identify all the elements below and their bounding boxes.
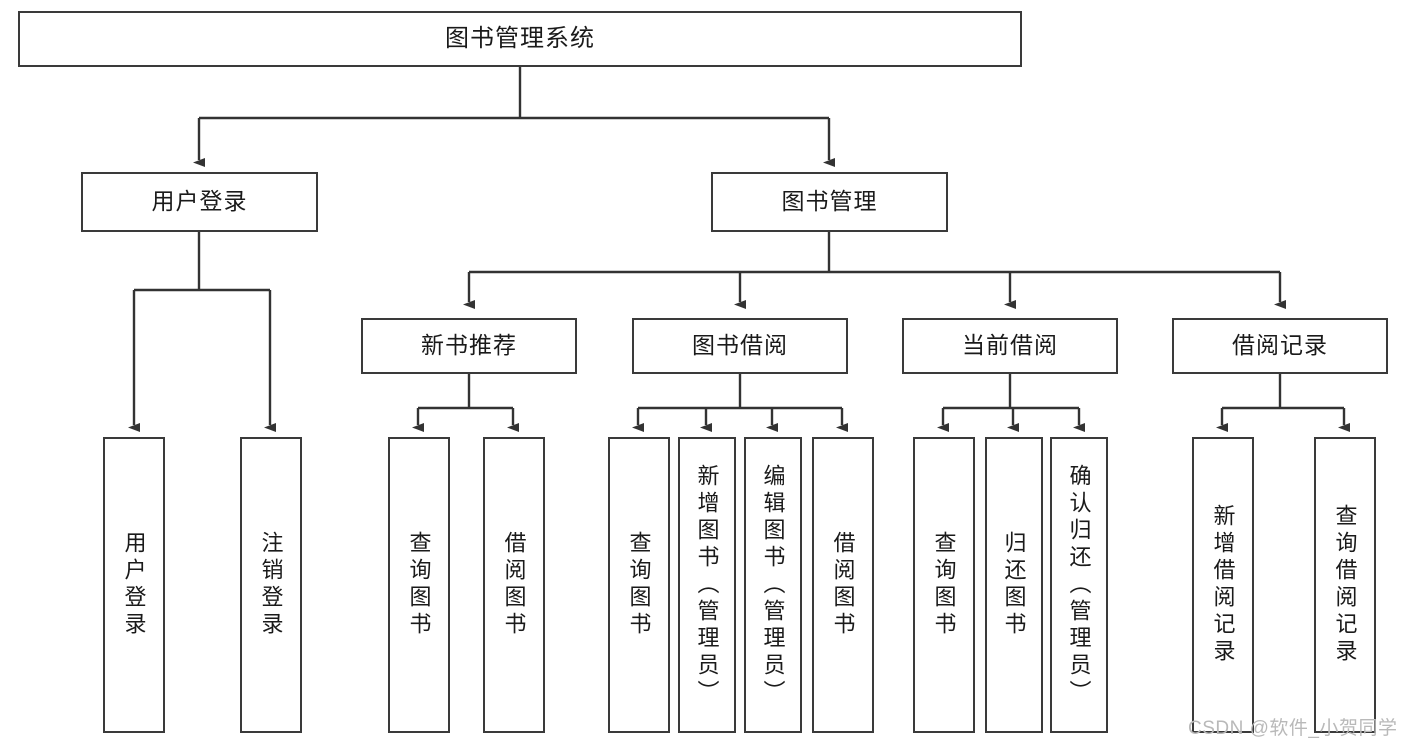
node-label: 借阅图书 [830, 531, 856, 639]
node-label: 查询图书 [626, 531, 652, 639]
node-label: 查询图书 [406, 531, 432, 639]
leaf-confirm-return-admin[interactable]: 确认归还（管理员） [1050, 437, 1108, 733]
leaf-return-book[interactable]: 归还图书 [985, 437, 1043, 733]
node-label: 注销登录 [258, 531, 284, 639]
node-label: 图书管理 [781, 188, 878, 215]
leaf-add-book-admin[interactable]: 新增图书（管理员） [678, 437, 736, 733]
node-borrow-record[interactable]: 借阅记录 [1172, 318, 1388, 374]
leaf-query-book-recommend[interactable]: 查询图书 [388, 437, 450, 733]
leaf-query-book-borrow[interactable]: 查询图书 [608, 437, 670, 733]
node-new-book-recommend[interactable]: 新书推荐 [361, 318, 577, 374]
node-label: 用户登录 [151, 188, 248, 215]
node-label: 查询图书 [931, 531, 957, 639]
leaf-borrow-book-recommend[interactable]: 借阅图书 [483, 437, 545, 733]
leaf-edit-book-admin[interactable]: 编辑图书（管理员） [744, 437, 802, 733]
node-label: 图书借阅 [692, 332, 788, 359]
node-book-management[interactable]: 图书管理 [711, 172, 948, 232]
node-label: 图书管理系统 [445, 24, 595, 52]
node-label: 归还图书 [1001, 531, 1027, 639]
node-user-login[interactable]: 用户登录 [81, 172, 318, 232]
node-label: 查询借阅记录 [1332, 504, 1358, 666]
leaf-user-logout[interactable]: 注销登录 [240, 437, 302, 733]
node-label: 新增图书（管理员） [694, 463, 720, 707]
node-label: 新书推荐 [421, 332, 517, 359]
node-root-system[interactable]: 图书管理系统 [18, 11, 1022, 67]
leaf-borrow-book[interactable]: 借阅图书 [812, 437, 874, 733]
node-label: 新增借阅记录 [1210, 504, 1236, 666]
node-label: 用户登录 [121, 531, 147, 639]
node-label: 借阅图书 [501, 531, 527, 639]
node-current-borrow[interactable]: 当前借阅 [902, 318, 1118, 374]
node-label: 确认归还（管理员） [1066, 463, 1092, 707]
leaf-query-borrow-record[interactable]: 查询借阅记录 [1314, 437, 1376, 733]
leaf-add-borrow-record[interactable]: 新增借阅记录 [1192, 437, 1254, 733]
node-label: 借阅记录 [1232, 332, 1328, 359]
leaf-query-book-current[interactable]: 查询图书 [913, 437, 975, 733]
node-label: 当前借阅 [962, 332, 1058, 359]
node-label: 编辑图书（管理员） [760, 463, 786, 707]
node-book-borrow[interactable]: 图书借阅 [632, 318, 848, 374]
watermark: CSDN @软件_小贺同学 [1188, 718, 1398, 739]
leaf-user-login[interactable]: 用户登录 [103, 437, 165, 733]
